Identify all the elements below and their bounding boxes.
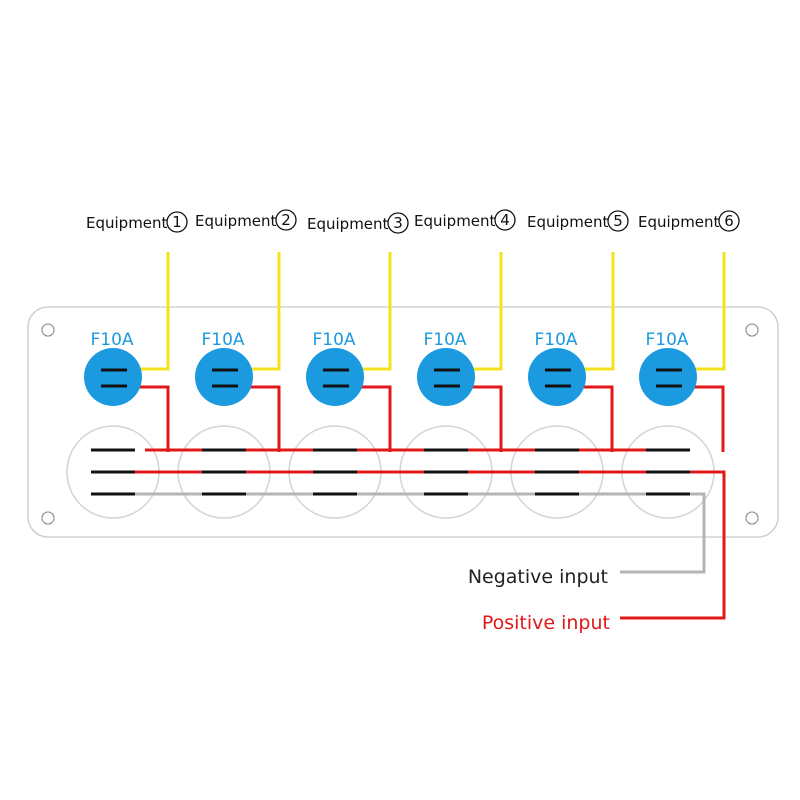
mounting-hole-icon (41, 511, 55, 525)
equipment-number: 5 (613, 212, 623, 230)
circled-number-icon (718, 210, 740, 232)
equipment-text: Equipment (527, 213, 609, 231)
mounting-hole-icon (745, 511, 759, 525)
fuse-holder-icon (84, 348, 142, 406)
equipment-text: Equipment (195, 212, 277, 230)
circled-number-icon (166, 211, 188, 233)
fuse-holder-icon (639, 348, 697, 406)
fuse-label: F10A (423, 330, 466, 350)
fuse-holder-icon (306, 348, 364, 406)
negative-input-label: Negative input (468, 566, 608, 588)
equipment-text: Equipment (638, 213, 720, 231)
mounting-hole-icon (745, 323, 759, 337)
circled-number-icon (387, 212, 409, 234)
equipment-number: 4 (500, 211, 510, 229)
positive-input-label: Positive input (482, 612, 610, 634)
mounting-hole-icon (41, 323, 55, 337)
equipment-number: 6 (724, 212, 734, 230)
equipment-text: Equipment (86, 214, 168, 232)
fuse-label: F10A (312, 330, 355, 350)
fuse-holder-icon (417, 348, 475, 406)
equipment-number: 3 (393, 214, 403, 232)
fuse-label: F10A (534, 330, 577, 350)
equipment-text: Equipment (414, 212, 496, 230)
circled-number-icon (275, 209, 297, 231)
fuse-label: F10A (90, 330, 133, 350)
fuse-label: F10A (645, 330, 688, 350)
circled-number-icon (494, 209, 516, 231)
equipment-number: 2 (281, 211, 291, 229)
equipment-text: Equipment (307, 215, 389, 233)
fuse-holder-icon (528, 348, 586, 406)
circled-number-icon (607, 210, 629, 232)
negative-feed-wire (130, 492, 706, 574)
fuse-holder-icon (195, 348, 253, 406)
fuse-label: F10A (201, 330, 244, 350)
equipment-number: 1 (172, 213, 182, 231)
